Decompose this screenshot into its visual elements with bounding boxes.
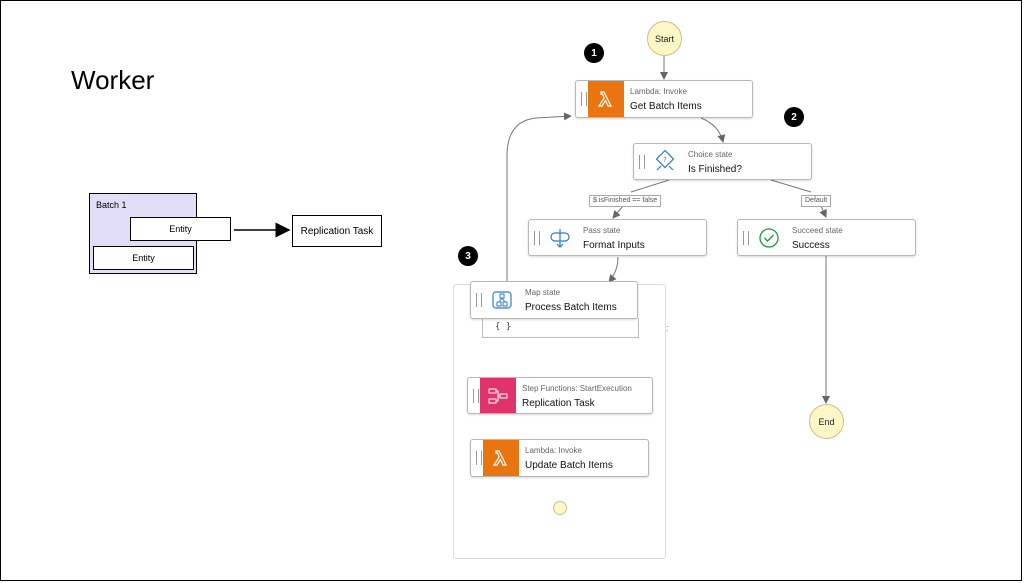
state-type: Map state (525, 288, 561, 297)
edge-choice-default-b (819, 205, 827, 218)
edge-map-loop-back (506, 112, 572, 283)
step-functions-icon (480, 378, 516, 413)
drag-handle[interactable] (473, 388, 479, 403)
edge-choice-false-b (612, 205, 624, 219)
entity-box-top: Entity (130, 217, 231, 241)
state-name: Get Batch Items (630, 101, 702, 112)
end-node[interactable]: End (809, 404, 844, 439)
batch-label: Batch 1 (96, 200, 127, 210)
drag-handle[interactable] (639, 154, 645, 169)
state-replication-task[interactable]: Step Functions: StartExecution Replicati… (467, 377, 653, 414)
map-input-tab[interactable]: { } (482, 318, 639, 338)
marker-3: 3 (458, 246, 478, 266)
marker-2: 2 (784, 107, 804, 127)
edge-choice-false-a (630, 179, 670, 193)
state-success[interactable]: Succeed state Success (737, 219, 916, 256)
state-type: Pass state (583, 226, 621, 235)
state-format-inputs[interactable]: Pass state Format Inputs (528, 219, 707, 256)
map-icon (485, 282, 519, 318)
edge-format-map (608, 256, 619, 283)
state-type: Succeed state (792, 226, 843, 235)
drag-handle[interactable] (476, 293, 482, 307)
state-name: Format Inputs (583, 240, 645, 251)
drag-handle[interactable] (476, 451, 482, 465)
edge-label-default: Default (801, 195, 832, 207)
lambda-icon (588, 81, 624, 117)
state-type: Step Functions: StartExecution (522, 384, 632, 393)
drag-handle[interactable] (743, 230, 749, 245)
drag-handle[interactable] (581, 92, 587, 106)
svg-text:?: ? (663, 156, 667, 164)
state-name: Success (792, 240, 830, 251)
state-get-batch-items[interactable]: Lambda: Invoke Get Batch Items (575, 80, 753, 118)
state-update-batch-items[interactable]: Lambda: Invoke Update Batch Items (470, 439, 649, 477)
state-name: Replication Task (522, 398, 595, 409)
pass-icon (543, 220, 577, 255)
state-type: Lambda: Invoke (630, 87, 687, 96)
edge-get-choice (700, 117, 726, 143)
state-is-finished[interactable]: ? Choice state Is Finished? (633, 143, 812, 180)
map-resize-dots: : (666, 323, 669, 333)
state-type: Lambda: Invoke (525, 446, 582, 455)
choice-icon: ? (648, 144, 682, 179)
check-circle-icon (752, 220, 786, 255)
state-name: Update Batch Items (525, 460, 613, 471)
state-type: Choice state (688, 150, 733, 159)
edge-label-false: $.isFinished == false (589, 195, 662, 207)
state-name: Process Batch Items (525, 302, 617, 313)
start-node[interactable]: Start (647, 21, 682, 56)
replication-task-box: Replication Task (292, 215, 382, 247)
state-process-batch-items[interactable]: Map state Process Batch Items (470, 281, 638, 319)
page-title: Worker (71, 65, 155, 95)
edge-choice-default-a (770, 179, 812, 193)
map-end-node[interactable] (553, 501, 567, 515)
marker-1: 1 (584, 43, 604, 63)
state-name: Is Finished? (688, 164, 742, 175)
entity-box-bottom: Entity (93, 246, 194, 270)
drag-handle[interactable] (534, 230, 540, 245)
lambda-icon (483, 440, 519, 476)
